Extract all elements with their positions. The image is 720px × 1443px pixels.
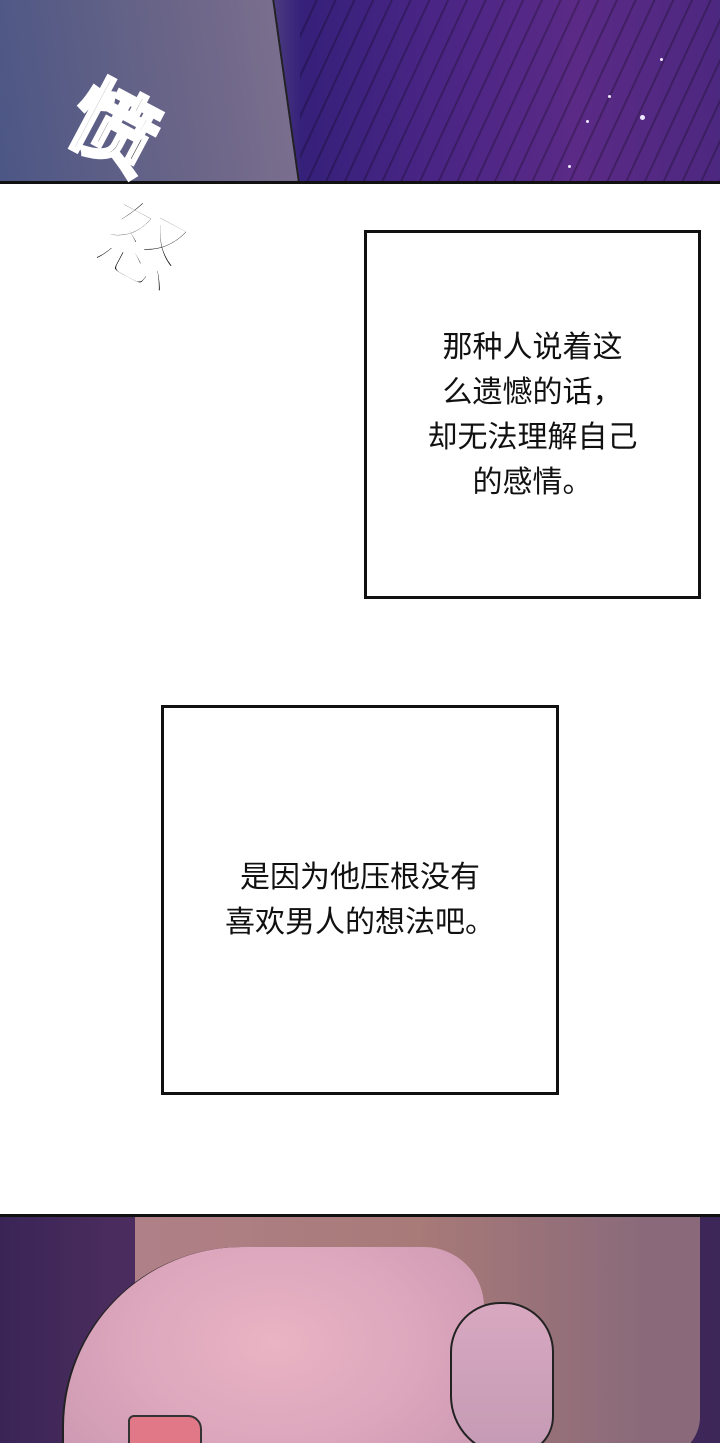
comic-panel-top [0,0,720,184]
sparkle-icon [660,58,663,61]
speed-lines [300,0,720,181]
sparkle-icon [608,95,611,98]
character-ear [450,1302,554,1443]
character-face [62,1247,484,1443]
sparkle-icon [568,165,571,168]
character-mouth [128,1415,202,1443]
narration-text-2: 是因为他压根没有 喜欢男人的想法吧。 [225,860,495,940]
sparkle-icon [586,120,589,123]
narration-text-1: 那种人说着这 么遗憾的话， 却无法理解自己 的感情。 [427,329,638,500]
sparkle-icon [640,115,645,120]
comic-panel-bottom [0,1214,720,1443]
narration-box-2: 是因为他压根没有 喜欢男人的想法吧。 [161,705,559,1095]
narration-box-1: 那种人说着这 么遗憾的话， 却无法理解自己 的感情。 [364,230,701,599]
